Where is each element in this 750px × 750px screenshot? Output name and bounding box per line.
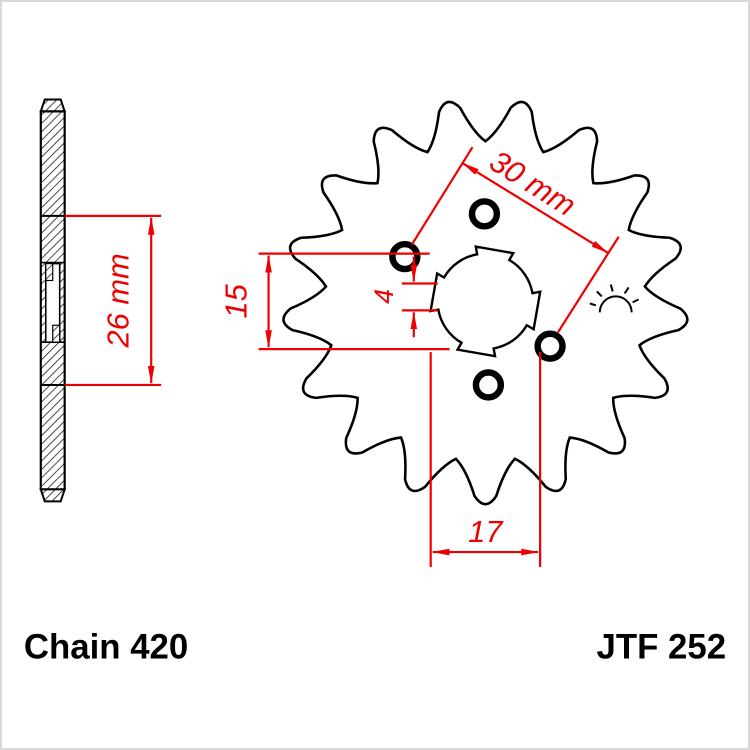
chain-size-label: Chain 420 xyxy=(24,627,188,666)
side-view-spline-block xyxy=(52,324,61,343)
bolt-hole xyxy=(389,240,421,273)
bolt-hole xyxy=(468,198,501,230)
spline-bore xyxy=(429,245,542,358)
dim-4-label: 4 xyxy=(369,289,399,304)
dim-17-label: 17 xyxy=(468,514,504,549)
side-view-spline-block xyxy=(45,263,54,282)
dimension-17: 17 xyxy=(429,352,542,567)
side-view-top-cap xyxy=(39,98,67,113)
side-view-bottom-cap xyxy=(39,488,67,503)
bolt-hole xyxy=(472,369,505,401)
bolt-hole xyxy=(534,330,566,362)
side-view xyxy=(39,98,67,503)
part-number-label: JTF 252 xyxy=(597,627,727,666)
dim-26mm-label: 26 mm xyxy=(100,253,135,348)
dimension-15: 15 xyxy=(219,252,450,351)
dimension-4: 4 xyxy=(369,256,438,338)
rising-sun-icon xyxy=(589,284,640,313)
dim-15-label: 15 xyxy=(219,283,254,318)
front-view xyxy=(282,100,689,506)
dimension-26mm: 26 mm xyxy=(64,214,162,387)
